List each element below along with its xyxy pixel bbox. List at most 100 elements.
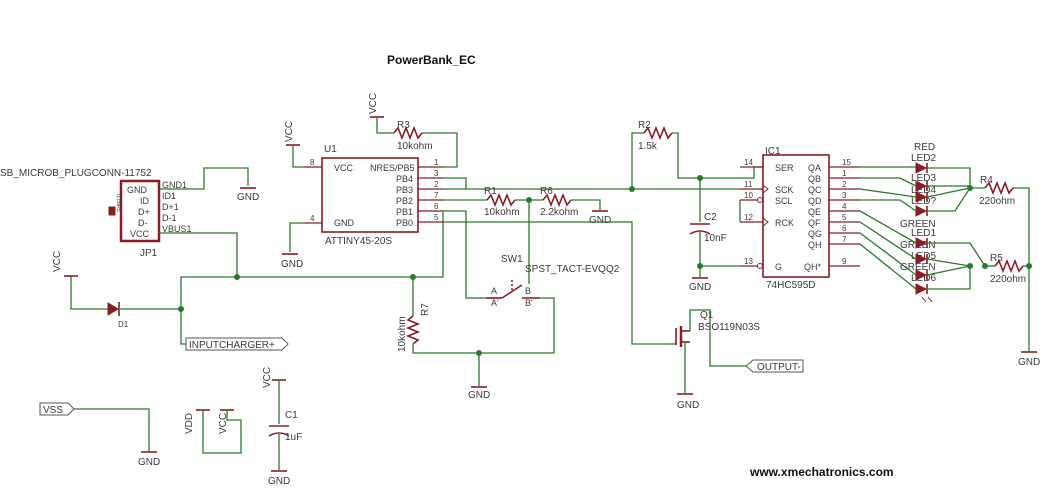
ic1-pin-num: 9	[842, 257, 847, 266]
u1-ref-label: U1	[324, 144, 337, 155]
jp1-net-label: VBUS1	[162, 224, 192, 234]
u1-pin-name: NRES/PB5	[370, 163, 415, 173]
jp1-shield-label: SHIELD	[117, 194, 123, 212]
ic1-pin-num: 13	[744, 257, 753, 266]
ic1-pin-num: 2	[842, 180, 847, 189]
ic1-pin-name: G	[775, 262, 782, 272]
ic1-pin-name: QD	[808, 196, 822, 206]
port-vss: VSS	[39, 402, 75, 416]
r2-ref-label: R2	[638, 120, 651, 131]
led-ref-label: LED4	[911, 185, 936, 196]
r2-value-label: 1.5k	[638, 141, 658, 152]
led-ref-label: LED5	[911, 251, 936, 262]
ic1-pin-num: 4	[842, 202, 847, 211]
jp1-part-label: SB_MICROB_PLUGCONN-11752	[0, 168, 152, 179]
u1-pin-num: 3	[434, 169, 439, 178]
port-output: OUTPUT-	[745, 359, 804, 373]
u1-pin-name: PB3	[396, 185, 413, 195]
ic1-pin-num: 7	[842, 235, 847, 244]
u1-pin-num: 6	[434, 202, 439, 211]
sw1-pin-label: B'	[525, 298, 533, 308]
vss-label: VSS	[43, 405, 63, 416]
ic1-pin-name: RCK	[775, 218, 794, 228]
vcc-label: VCC	[284, 121, 295, 142]
mosfet-q1: Q1 BSO119N03S	[667, 310, 760, 347]
jp1-net-label: GND1	[162, 180, 187, 190]
sw1-pin-label: B	[525, 286, 531, 296]
jp1-net-label: ID1	[162, 191, 176, 201]
gnd-label: GND	[689, 282, 711, 293]
r5-value-label: 220ohm	[990, 274, 1026, 285]
ic1-pin-num: 12	[744, 213, 753, 222]
led-ref-label: LED3	[911, 173, 936, 184]
q1-ref-label: Q1	[700, 310, 714, 321]
led-ref-label: LED1	[911, 228, 936, 239]
resistor-r3: R3 10kohm	[393, 120, 433, 152]
resistor-r6: R6 2.2kohm	[540, 186, 578, 218]
ic1-pin-name: QH*	[804, 262, 822, 272]
ic1-part-label: 74HC595D	[766, 280, 815, 291]
ic1-pin-name: QC	[808, 185, 822, 195]
sw1-part-label: SPST_TACT-EVQQ2	[525, 264, 620, 275]
r4-value-label: 220ohm	[979, 196, 1015, 207]
red-group-label: RED	[914, 142, 935, 153]
gnd-label: GND	[281, 259, 303, 270]
gnd-label: GND	[268, 476, 290, 487]
jp1-net-label: D+1	[162, 202, 179, 212]
ic1-pin-num: 3	[842, 191, 847, 200]
ic1-pin-num: 10	[744, 191, 753, 200]
ic1-pin-num: 11	[744, 180, 753, 189]
gnd-label: GND	[677, 400, 699, 411]
r7-ref-label: R7	[420, 303, 431, 316]
u1-part-label: ATTINY45-20S	[325, 236, 392, 247]
r6-value-label: 2.2kohm	[540, 207, 578, 218]
r6-ref-label: R6	[540, 186, 553, 197]
ic1-pin-num: 6	[842, 224, 847, 233]
jp1-pin-name: D+	[138, 207, 150, 217]
sw1-pin-label: A	[491, 286, 497, 296]
jp1-pin-name: ID	[140, 196, 150, 206]
u1-pin-num: 2	[434, 180, 439, 189]
output-label: OUTPUT-	[757, 362, 801, 373]
ic1-pin-name: SCL	[775, 196, 793, 206]
ic1-ref-label: IC1	[765, 146, 781, 157]
ic1-pin-num: 1	[842, 169, 847, 178]
shift-register-ic1: IC1 74HC595D SER SCK SCL RCK G 14 11 10 …	[740, 146, 860, 291]
ic1-pin-name: QF	[808, 218, 821, 228]
r1-ref-label: R1	[484, 186, 497, 197]
d1-ref-label: D1	[118, 320, 129, 329]
sw1-pin-label: A'	[491, 298, 499, 308]
ic1-pin-name: QE	[808, 207, 821, 217]
vcc-label: VCC	[52, 251, 63, 272]
u1-pin-num: 5	[434, 213, 439, 222]
r3-ref-label: R3	[397, 120, 410, 131]
gnd-label: GND	[138, 457, 160, 468]
diode-d1: D1	[107, 302, 129, 329]
led-symbol-group	[915, 162, 933, 303]
ic1-pin-name: QH	[808, 240, 822, 250]
ic1-pin-name: SCK	[775, 185, 794, 195]
capacitor-c2: C2 10nF	[689, 212, 727, 244]
led-ref-label: LED2	[911, 153, 936, 164]
u1-pin-name: PB2	[396, 196, 413, 206]
sw1-ref-label: SW1	[501, 254, 523, 265]
led-ref-label: LED6	[911, 273, 936, 284]
u1-pin-name: PB1	[396, 207, 413, 217]
green-group-label: GREEN	[900, 219, 936, 230]
ic1-pin-name: QB	[808, 174, 821, 184]
vdd-label: VDD	[184, 413, 195, 434]
usb-connector-jp1: SB_MICROB_PLUGCONN-11752 SHIELD GND ID D…	[0, 168, 192, 259]
resistor-r1: R1 10kohm	[484, 186, 520, 218]
ic1-pin-name: SER	[775, 163, 794, 173]
green-group-label: GREEN	[900, 262, 936, 273]
c2-value-label: 10nF	[704, 233, 727, 244]
resistor-r7: R7 10kohm	[397, 303, 431, 352]
jp1-ref-label: JP1	[140, 248, 158, 259]
ic1-pin-name: QG	[808, 229, 822, 239]
jp1-pin-name: D-	[138, 218, 148, 228]
jp1-pin-name: GND	[127, 185, 148, 195]
r4-ref-label: R4	[980, 175, 993, 186]
jp1-net-label: D-1	[162, 213, 177, 223]
led-ref-label: LED?	[911, 196, 936, 207]
